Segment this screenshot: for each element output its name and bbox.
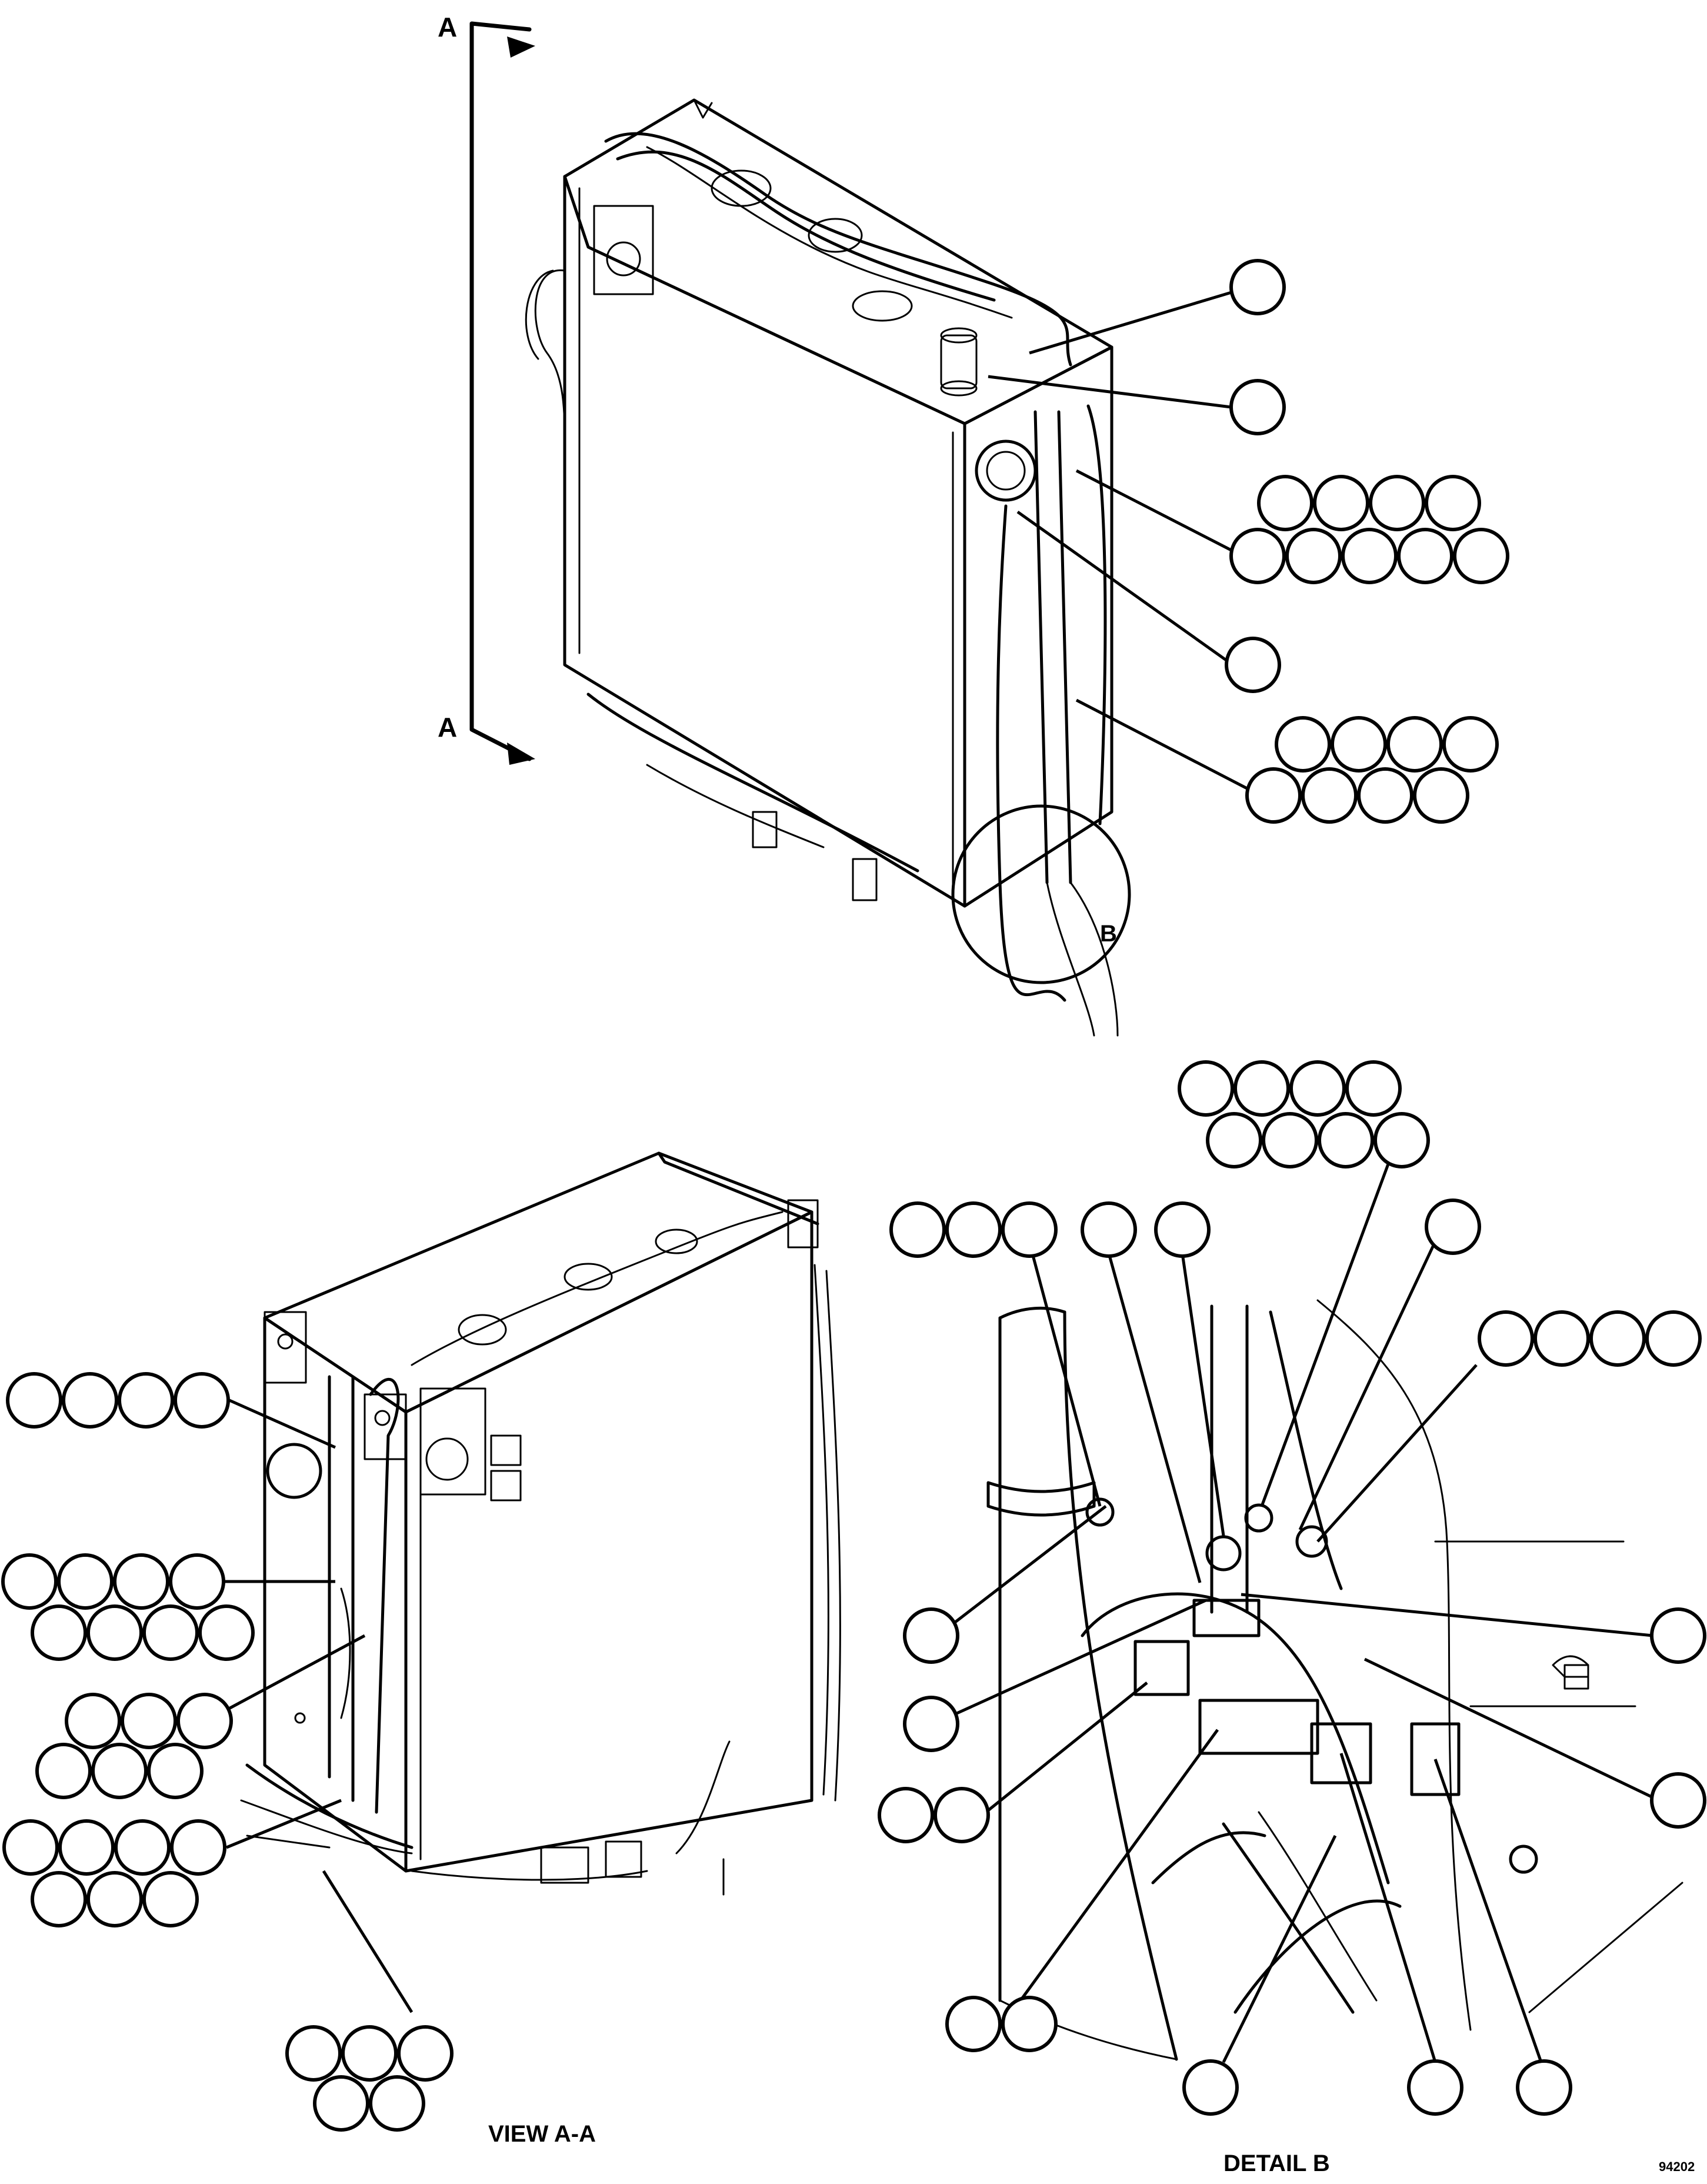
callout-bubble [1407, 2059, 1463, 2116]
callout-bubble [1182, 2059, 1239, 2116]
callout-group-7 [2, 1819, 226, 1927]
section-arrow-top [507, 36, 535, 58]
view-a-callouts [1, 1372, 454, 2132]
detail-b-callouts [878, 1060, 1706, 2116]
callout-group-2b [945, 1996, 1058, 2052]
front-sensor [593, 205, 654, 295]
callout-bubble [1650, 1607, 1706, 1664]
callout-bubble [903, 1607, 959, 1664]
section-letter-bottom: A [438, 712, 457, 743]
filter-cap [940, 327, 978, 397]
detail-b-marker: B [951, 804, 1131, 984]
detail-b-title: DETAIL B [1223, 2150, 1330, 2176]
section-arrow-bottom [507, 743, 535, 765]
detail-b-drawing [986, 1299, 1683, 2061]
callout-bubble [1154, 1201, 1211, 1258]
callout-bubble [1229, 259, 1286, 315]
callout-group-5 [285, 2025, 454, 2132]
callout-bubble [1425, 1198, 1481, 1255]
callout-group-8-view-a [1, 1553, 255, 1661]
detail-b: DETAIL B 94202 [878, 1060, 1706, 2176]
bottom-hoses [586, 693, 919, 901]
callout-group-3 [889, 1201, 1058, 1258]
section-letter-top: A [438, 12, 457, 42]
top-hoses [604, 132, 1072, 367]
callout-group-6 [35, 1693, 233, 1799]
callout-group-8-detail [1178, 1060, 1430, 1168]
callout-bubble [1650, 1772, 1706, 1829]
callout-group-2a [878, 1787, 990, 1843]
callout-bubble [1081, 1201, 1137, 1258]
callout-bubble [1225, 637, 1281, 693]
detail-b-letter: B [1100, 921, 1117, 947]
callout-group-4-detail [1478, 1310, 1702, 1367]
cooler-unit-main [525, 98, 1119, 1037]
callout-group-4 [6, 1372, 230, 1429]
main-view: A A [438, 12, 1509, 1037]
drawing-id: 94202 [1659, 2159, 1695, 2174]
callout-bubble [1516, 2059, 1572, 2116]
callout-group-8 [1245, 716, 1499, 824]
main-callouts [988, 259, 1509, 824]
callout-bubble [1229, 379, 1286, 435]
side-hoses [996, 404, 1119, 1037]
view-a-a: VIEW A-A [1, 1151, 841, 2147]
callout-bubble [903, 1696, 959, 1752]
callout-group-9 [1229, 475, 1509, 584]
section-cut-line: A A [438, 12, 535, 765]
view-a-title: VIEW A-A [488, 2121, 596, 2147]
cooler-unit-view-a [240, 1151, 841, 1896]
